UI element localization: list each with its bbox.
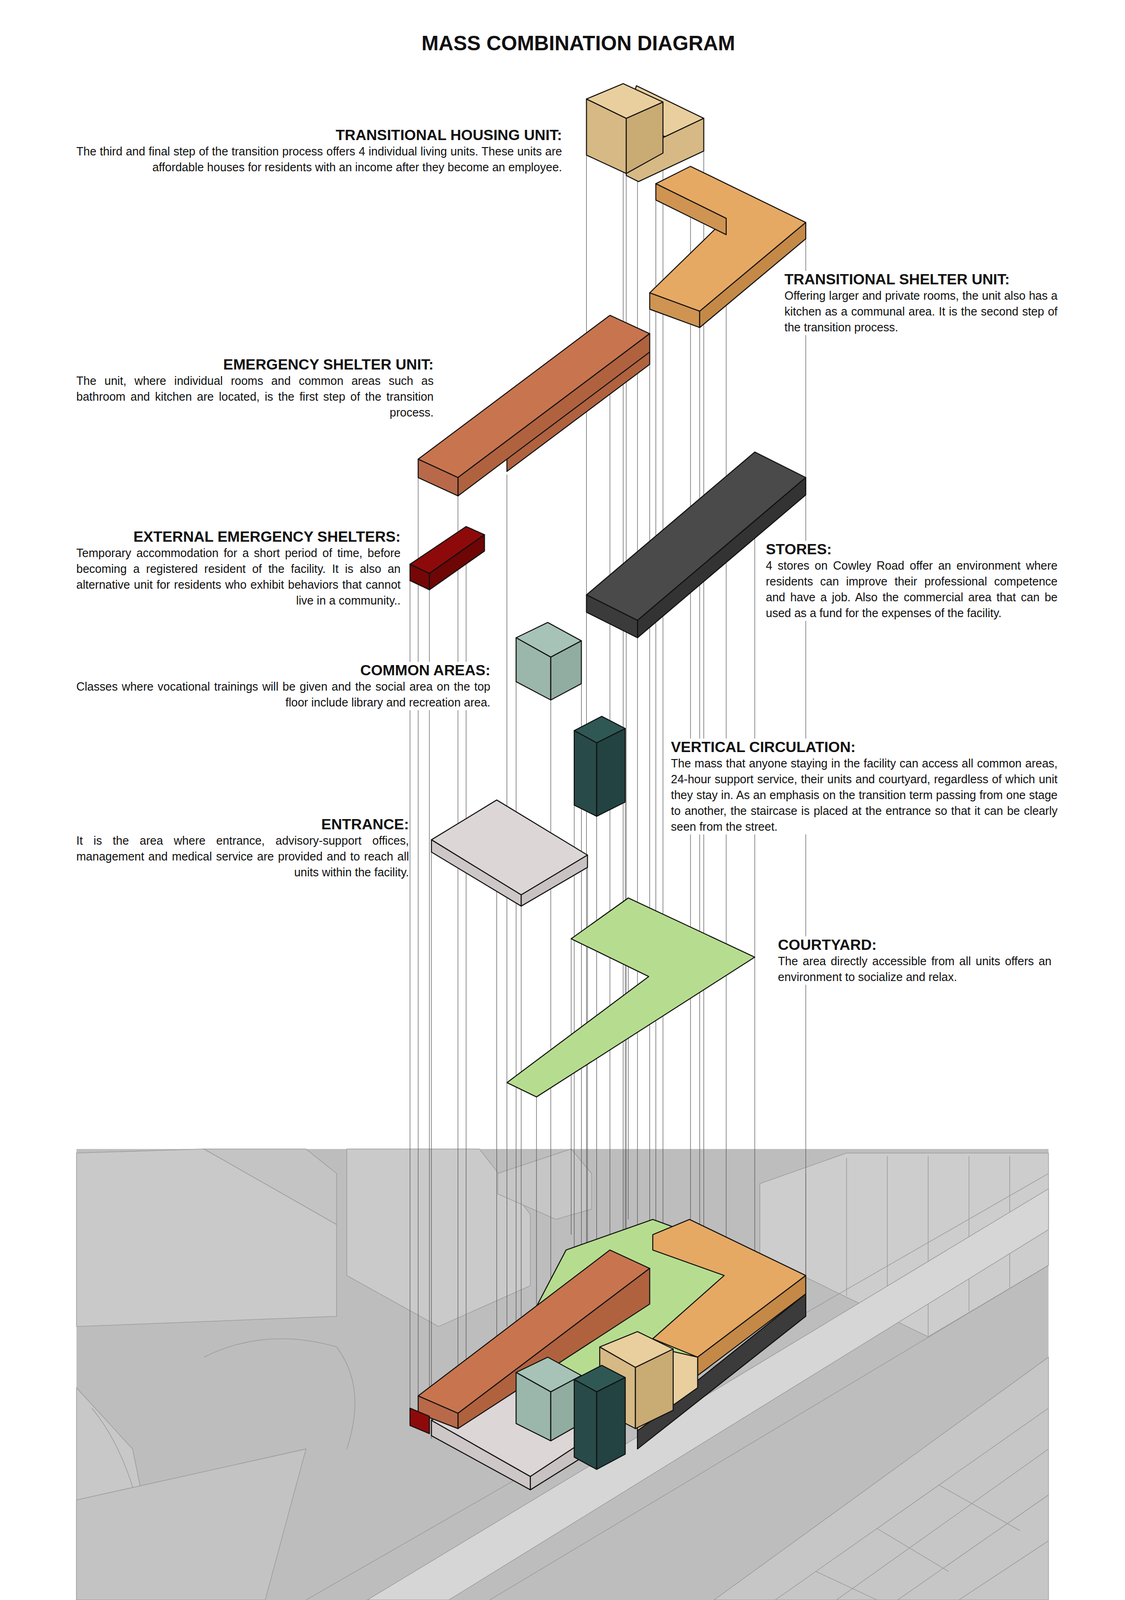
unit-heading: COURTYARD: — [777, 936, 877, 953]
unit-heading: EXTERNAL EMERGENCY SHELTERS: — [133, 528, 401, 545]
unit-heading: TRANSITIONAL HOUSING UNIT: — [335, 126, 563, 144]
external-side — [409, 564, 430, 590]
site-context-shape — [76, 1148, 1049, 1600]
site-context — [76, 1148, 1049, 1600]
emergency-top — [418, 315, 650, 478]
site-context-shape — [306, 1172, 1049, 1600]
unit-description: Temporary accommodation for a short peri… — [76, 544, 401, 609]
assembled-masses-shape — [697, 1275, 806, 1376]
stores-side — [586, 594, 638, 638]
entrance-side — [431, 839, 522, 907]
assembled-masses — [409, 1218, 806, 1490]
assembled-masses-shape — [431, 1419, 531, 1490]
assembled-masses-shape — [515, 1372, 551, 1441]
common-side — [550, 640, 582, 700]
site-context-shape — [775, 1407, 1049, 1600]
site-context-shape — [76, 1148, 337, 1327]
emergency-side — [418, 459, 458, 496]
unit-description: 4 stores on Cowley Road offer an environ… — [765, 557, 1058, 621]
unit-heading: STORES: — [765, 540, 832, 558]
circulation-side — [574, 730, 597, 817]
unit-heading: VERTICAL CIRCULATION: — [670, 738, 856, 756]
unit-description: The unit, where individual rooms and com… — [76, 372, 434, 421]
site-context-shape — [367, 1188, 1049, 1600]
emergency-side — [457, 333, 650, 496]
exploded-masses — [409, 83, 806, 1097]
assembled-masses-shape — [409, 1407, 430, 1434]
diagram-title: MASS COMBINATION DIAGRAM — [421, 30, 736, 56]
unit-description: The mass that anyone staying in the faci… — [670, 755, 1058, 835]
unit-heading: EMERGENCY SHELTER UNIT: — [223, 355, 434, 373]
circulation-side — [596, 728, 625, 817]
external-side — [429, 534, 485, 590]
site-context-shape — [76, 1448, 306, 1600]
site-context-shape — [714, 1356, 1049, 1600]
assembled-masses-shape — [599, 1331, 674, 1367]
unit-heading: COMMON AREAS: — [360, 661, 491, 679]
courtyard-plane — [507, 897, 756, 1097]
unit-description: Classes where vocational trainings will … — [76, 678, 491, 710]
housing-box — [586, 83, 663, 119]
unit-heading: TRANSITIONAL SHELTER UNIT: — [784, 270, 1010, 288]
unit-description: It is the area where entrance, advisory-… — [76, 832, 409, 880]
assembled-masses-shape — [596, 1377, 625, 1469]
unit-description: Offering larger and private rooms, the u… — [784, 287, 1058, 335]
shelter-side — [656, 183, 727, 235]
site-context-shape — [497, 1148, 592, 1219]
unit-description: The area directly accessible from all un… — [777, 952, 1052, 985]
emergency-edge — [507, 351, 650, 459]
common-side — [515, 637, 551, 700]
unit-heading: ENTRANCE: — [321, 815, 409, 833]
assembled-masses-shape — [574, 1379, 597, 1469]
shelter-side — [649, 292, 700, 328]
unit-description: The third and final step of the transiti… — [76, 143, 563, 175]
entrance-side — [521, 854, 588, 906]
site-context-shape — [203, 1148, 337, 1225]
